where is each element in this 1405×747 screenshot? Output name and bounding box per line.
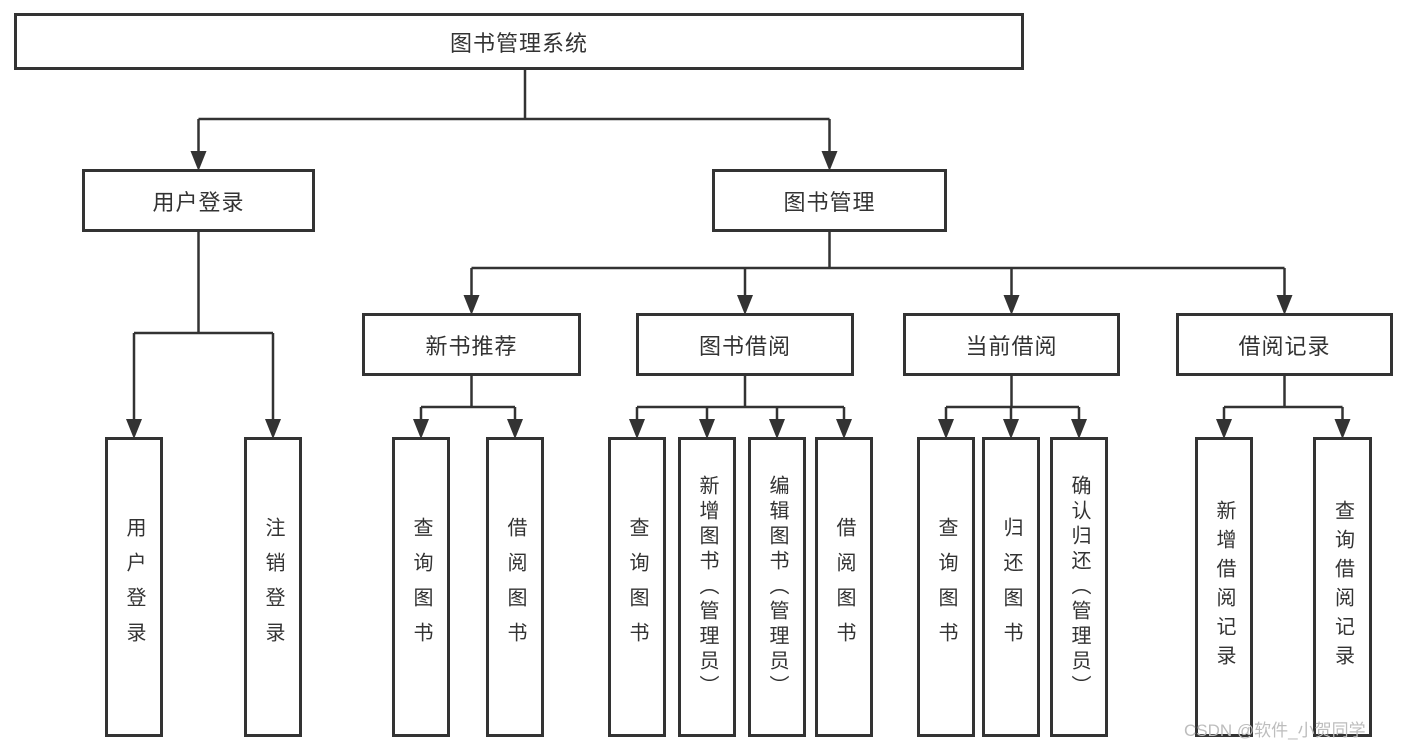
node-label: 新增图书（管理员） [696, 474, 718, 700]
node-label: 新增借阅记录 [1213, 500, 1235, 674]
node-leaf-return-book: 归还图书 [982, 437, 1040, 737]
arrow-down-icon [1003, 419, 1019, 439]
node-leaf-borrow-book-2: 借阅图书 [815, 437, 873, 737]
node-label: 确认归还（管理员） [1068, 474, 1090, 700]
node-label: 用户登录 [152, 189, 245, 215]
arrow-down-icon [126, 419, 142, 439]
arrow-down-icon [699, 419, 715, 439]
node-label: 编辑图书（管理员） [766, 474, 788, 700]
node-label: 图书借阅 [698, 333, 791, 359]
arrow-down-icon [1276, 295, 1293, 315]
csdn-watermark: CSDN @软件_小贺同学 [1184, 721, 1366, 740]
node-label: 用户登录 [123, 517, 145, 657]
arrow-down-icon [413, 419, 429, 439]
arrow-down-icon [190, 151, 207, 171]
node-leaf-edit-book: 编辑图书（管理员） [748, 437, 806, 737]
node-new-book-rec: 新书推荐 [362, 313, 581, 376]
node-system: 图书管理系统 [14, 13, 1024, 70]
node-book-mgmt: 图书管理 [712, 169, 947, 232]
arrow-down-icon [769, 419, 785, 439]
node-label: 新书推荐 [425, 333, 518, 359]
node-borrow-records: 借阅记录 [1176, 313, 1393, 376]
node-label: 图书管理 [783, 189, 876, 215]
arrow-down-icon [1334, 419, 1351, 439]
arrow-down-icon [836, 419, 852, 439]
node-label: 归还图书 [1000, 517, 1022, 657]
node-leaf-query-book-2: 查询图书 [608, 437, 666, 737]
node-leaf-query-book-1: 查询图书 [392, 437, 450, 737]
node-label: 查询图书 [410, 517, 432, 657]
arrow-down-icon [629, 419, 645, 439]
node-label: 借阅记录 [1238, 333, 1331, 359]
node-leaf-add-record: 新增借阅记录 [1195, 437, 1253, 737]
node-label: 图书管理系统 [449, 30, 588, 56]
arrow-down-icon [507, 419, 523, 439]
arrow-down-icon [1003, 295, 1020, 315]
arrow-down-icon [821, 151, 838, 171]
node-label: 查询图书 [935, 517, 957, 657]
arrow-down-icon [1071, 419, 1087, 439]
arrow-down-icon [463, 295, 480, 315]
node-leaf-confirm-return: 确认归还（管理员） [1050, 437, 1108, 737]
node-label: 借阅图书 [504, 517, 526, 657]
arrow-down-icon [938, 419, 954, 439]
arrow-down-icon [1216, 419, 1232, 439]
node-book-borrow: 图书借阅 [636, 313, 854, 376]
node-label: 借阅图书 [833, 517, 855, 657]
arrow-down-icon [265, 419, 281, 439]
node-label: 查询借阅记录 [1331, 500, 1354, 674]
node-current-borrow: 当前借阅 [903, 313, 1120, 376]
node-label: 注销登录 [262, 517, 284, 657]
node-user-login: 用户登录 [82, 169, 315, 232]
node-leaf-user-login: 用户登录 [105, 437, 163, 737]
node-label: 查询图书 [626, 517, 648, 657]
node-leaf-query-record: 查询借阅记录 [1313, 437, 1372, 737]
node-leaf-borrow-book-1: 借阅图书 [486, 437, 544, 737]
node-leaf-query-book-3: 查询图书 [917, 437, 975, 737]
node-label: 当前借阅 [965, 333, 1058, 359]
node-leaf-add-book: 新增图书（管理员） [678, 437, 736, 737]
arrow-down-icon [737, 295, 753, 315]
node-leaf-logout: 注销登录 [244, 437, 302, 737]
